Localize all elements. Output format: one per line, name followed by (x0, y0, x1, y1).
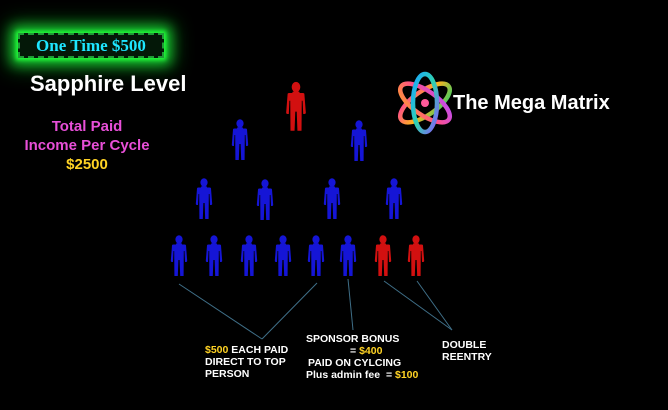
person-icon (170, 235, 188, 276)
sponsor-eq: = (350, 345, 360, 357)
admin-label: Plus admin fee = (306, 369, 395, 381)
cycling-label: PAID ON CYLCING (308, 357, 402, 369)
person-icon (274, 235, 292, 276)
atom-logo-icon (398, 71, 452, 135)
income-label-line-1: Total Paid (51, 118, 123, 135)
person-icon (231, 119, 249, 160)
connector-line (383, 280, 453, 331)
reentry-line-1: DOUBLE (442, 339, 487, 351)
person-icon (374, 235, 392, 276)
person-icon (195, 178, 213, 219)
direct-amount: $500 (205, 344, 229, 356)
person-icon (407, 235, 425, 276)
connector-line (178, 283, 263, 340)
direct-text-1: EACH PAID (228, 344, 289, 356)
connector-line (416, 280, 453, 331)
reentry-note: DOUBLE REENTRY (442, 339, 492, 363)
connector-line (347, 278, 354, 331)
income-label-line-2: Income Per Cycle (24, 137, 150, 154)
person-icon (385, 178, 403, 219)
brand-name: The Mega Matrix (453, 92, 610, 114)
person-icon (339, 235, 357, 276)
direct-text-2: DIRECT TO TOP (205, 356, 286, 368)
person-icon (286, 81, 306, 131)
sponsor-label: SPONSOR BONUS (306, 333, 400, 345)
reentry-line-2: REENTRY (442, 351, 492, 363)
direct-text-3: PERSON (205, 368, 250, 380)
person-icon (240, 235, 258, 276)
direct-payment-note: $500 EACH PAID DIRECT TO TOP PERSON (205, 344, 288, 380)
level-title: Sapphire Level (30, 71, 187, 96)
person-icon (350, 120, 368, 161)
person-icon (323, 178, 341, 219)
connector-lines (178, 278, 453, 340)
sponsor-amount: $400 (359, 345, 383, 357)
person-icon (205, 235, 223, 276)
admin-amount: $100 (395, 369, 419, 381)
person-icon (307, 235, 325, 276)
sponsor-bonus-note: SPONSOR BONUS = $400 PAID ON CYLCING Plu… (306, 333, 418, 381)
person-icon (256, 179, 274, 220)
income-summary: Total Paid Income Per Cycle $2500 (12, 117, 162, 174)
income-amount: $2500 (66, 156, 108, 173)
connector-line (261, 282, 318, 340)
price-badge: One Time $500 (18, 33, 164, 58)
matrix-pyramid (170, 81, 425, 276)
